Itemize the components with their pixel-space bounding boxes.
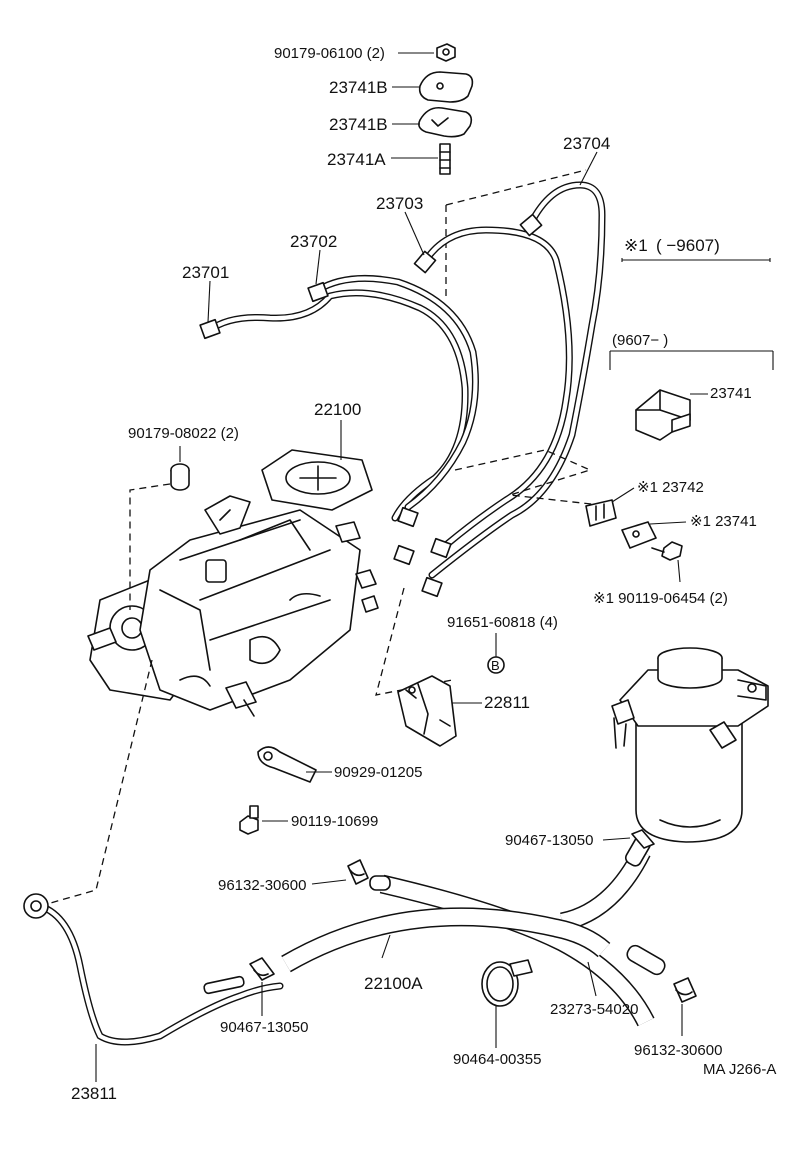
label-23701: 23701	[182, 263, 229, 282]
clamp-23741B-lower-icon	[418, 106, 473, 138]
pipe-23811	[23, 893, 284, 1046]
clamp-90929-01205-icon	[257, 746, 317, 783]
hose-22100A	[281, 907, 611, 973]
label-96132-30600-right: 96132-30600	[634, 1042, 722, 1059]
bolt-91651-60818-icon: B	[487, 656, 505, 674]
label-90467-13050-right: 90467-13050	[505, 832, 593, 849]
label-90179-06100: 90179-06100 (2)	[274, 45, 385, 62]
label-90929-01205: 90929-01205	[334, 764, 422, 781]
bolt-90119-06454-icon	[651, 541, 683, 561]
label-22811: 22811	[484, 693, 530, 712]
label-23741: 23741	[710, 385, 752, 402]
nut-90179-08022-icon	[170, 463, 190, 491]
injection-pipes	[199, 181, 606, 598]
label-90467-13050-left: 90467-13050	[220, 1019, 308, 1036]
label-23741B-lower: 23741B	[329, 115, 388, 134]
label-90179-08022: 90179-08022 (2)	[128, 425, 239, 442]
label-23703: 23703	[376, 194, 423, 213]
clamp-23741-icon	[635, 389, 691, 441]
label-22100: 22100	[314, 400, 361, 419]
nut-90179-06100-icon	[436, 43, 456, 62]
bolt-90119-10699-icon	[239, 805, 259, 835]
label-90464-00355: 90464-00355	[453, 1051, 541, 1068]
clip-96132-30600-right-icon	[673, 977, 697, 1003]
clip-90467-13050-left-icon	[249, 957, 275, 981]
clamp-23741-marked-icon	[621, 521, 657, 549]
stud-23741A-icon	[439, 143, 451, 175]
label-22100A: 22100A	[364, 974, 423, 993]
label-91651-60818: 91651-60818 (4)	[447, 614, 558, 631]
bolt-symbol: B	[491, 658, 500, 673]
variant-early-range: ( −9607)	[656, 236, 720, 255]
figure-code: MA J266-A	[703, 1061, 776, 1078]
bracket-22811-icon	[397, 675, 457, 747]
label-23741-marked: ※1 23741	[690, 513, 757, 530]
label-23811: 23811	[71, 1084, 117, 1103]
clip-96132-30600-left-icon	[347, 859, 369, 885]
clamp-23742-icon	[585, 499, 617, 527]
label-23741B-upper: 23741B	[329, 78, 388, 97]
label-23741A: 23741A	[327, 150, 386, 169]
label-23742-marked: ※1 23742	[637, 479, 704, 496]
variant-late-range: (9607− )	[612, 332, 668, 349]
label-90119-06454: ※1 90119-06454 (2)	[593, 590, 728, 607]
label-96132-30600-left: 96132-30600	[218, 877, 306, 894]
label-90119-10699: 90119-10699	[291, 813, 378, 830]
fuel-filter-icon	[611, 647, 769, 843]
clamp-23741B-upper-icon	[418, 71, 474, 103]
label-23702: 23702	[290, 232, 337, 251]
label-23704: 23704	[563, 134, 610, 153]
clip-90467-13050-right-icon	[631, 829, 655, 849]
injection-pump-22100-icon	[87, 449, 379, 717]
variant-early-marker: ※1	[624, 236, 648, 255]
label-23273-54020: 23273-54020	[550, 1001, 638, 1018]
band-90464-00355-icon	[481, 959, 533, 1007]
